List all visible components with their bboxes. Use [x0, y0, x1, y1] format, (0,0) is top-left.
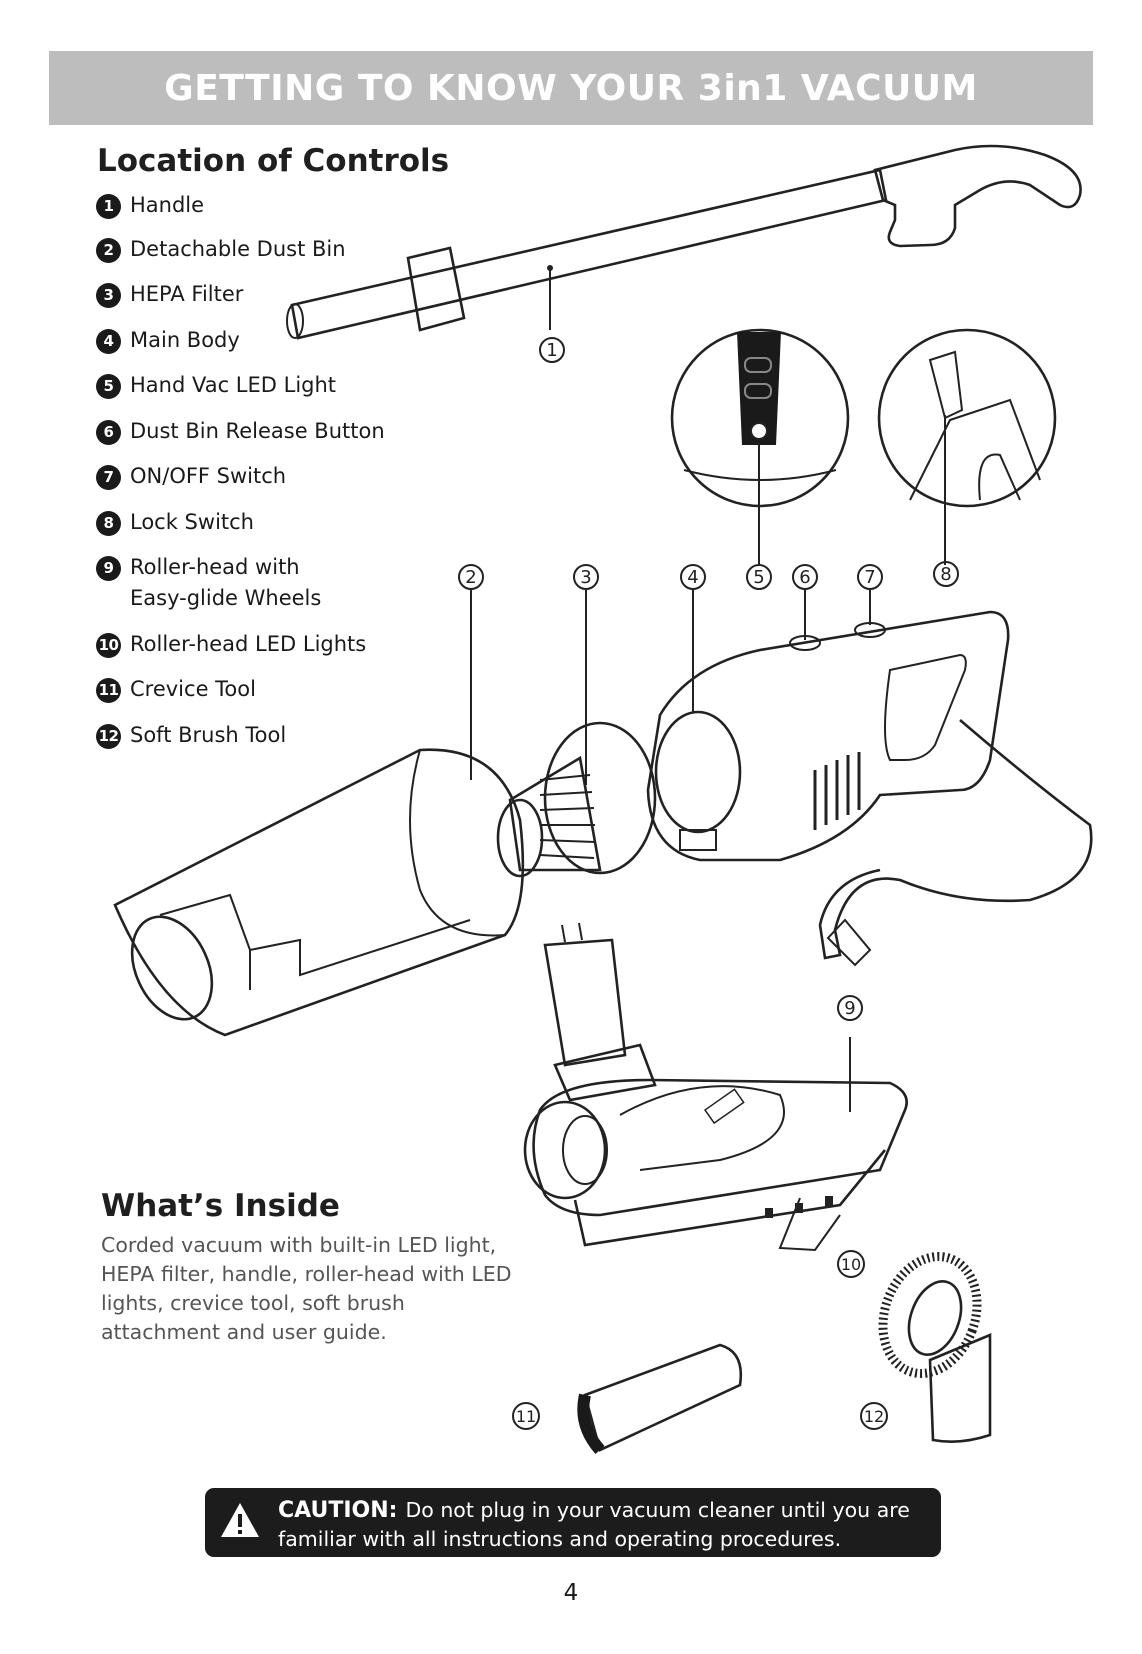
- roller-head-drawing: [523, 922, 908, 1247]
- svg-text:4: 4: [687, 567, 698, 588]
- control-number-badge: 4: [96, 329, 121, 354]
- control-label: Handle: [130, 193, 205, 217]
- control-label: Soft Brush Tool: [130, 723, 287, 747]
- svg-text:12: 12: [864, 1407, 884, 1426]
- control-label: Main Body: [130, 328, 240, 352]
- control-number-badge: 6: [96, 420, 121, 445]
- callout-6: 6: [792, 564, 818, 590]
- control-number-badge: 2: [96, 238, 121, 263]
- control-label: Crevice Tool: [130, 677, 256, 701]
- callout-1: 1: [539, 337, 565, 363]
- callout-4: 4: [680, 564, 706, 590]
- control-item-release-button: 6 Dust Bin Release Button: [96, 416, 385, 447]
- svg-text:2: 2: [465, 567, 476, 588]
- page-title: GETTING TO KNOW YOUR 3in1 VACUUM: [164, 67, 978, 109]
- svg-text:1: 1: [546, 340, 557, 361]
- control-label: Roller-head with Easy-glide Wheels: [130, 555, 322, 610]
- crevice-tool-drawing: [577, 1343, 743, 1454]
- control-number-badge: 5: [96, 374, 121, 399]
- controls-heading: Location of Controls: [97, 143, 450, 179]
- control-item-hepa-filter: 3 HEPA Filter: [96, 279, 243, 310]
- callout-2: 2: [458, 564, 484, 590]
- control-number-badge: 12: [96, 724, 121, 749]
- caution-message: CAUTION:Do not plug in your vacuum clean…: [278, 1496, 941, 1553]
- svg-text:11: 11: [516, 1407, 536, 1426]
- dust-bin-drawing: [113, 748, 525, 1037]
- svg-text:8: 8: [940, 564, 951, 585]
- control-label: ON/OFF Switch: [130, 464, 287, 488]
- callout-8: 8: [933, 561, 959, 587]
- control-item-main-body: 4 Main Body: [96, 325, 240, 356]
- callout-5: 5: [746, 564, 772, 590]
- caution-label: CAUTION:: [278, 1498, 398, 1523]
- callout-9: 9: [837, 995, 863, 1021]
- callout-10: 10: [837, 1250, 865, 1278]
- control-number-badge: 9: [96, 556, 121, 581]
- hepa-filter-drawing: [496, 721, 657, 878]
- svg-text:5: 5: [753, 567, 764, 588]
- brand-logo: [703, 1088, 745, 1125]
- control-number-badge: 8: [96, 511, 121, 536]
- control-item-crevice-tool: 11 Crevice Tool: [96, 674, 256, 705]
- control-item-brush-tool: 12 Soft Brush Tool: [96, 720, 286, 751]
- control-number-badge: 10: [96, 633, 121, 658]
- svg-text:3: 3: [580, 567, 591, 588]
- whats-inside-heading: What’s Inside: [101, 1188, 340, 1224]
- control-number-badge: 7: [96, 465, 121, 490]
- callout-7: 7: [857, 564, 883, 590]
- control-number-badge: 11: [96, 678, 121, 703]
- lock-switch-detail-inset: [877, 328, 1057, 565]
- control-item-lock-switch: 8 Lock Switch: [96, 507, 254, 538]
- callout-labels: 1 2 3 4 5 6 7 8 9 10 11 12: [458, 337, 959, 1430]
- whats-inside-text: Corded vacuum with built-in LED light, H…: [101, 1233, 512, 1344]
- warning-triangle-icon: [221, 1503, 259, 1537]
- main-body-drawing: [646, 610, 1093, 967]
- control-number-badge: 1: [96, 194, 121, 219]
- svg-text:6: 6: [799, 567, 810, 588]
- leader-lines: [470, 590, 871, 1252]
- control-item-on-off-switch: 7 ON/OFF Switch: [96, 461, 286, 492]
- caution-body: Do not plug in your vacuum cleaner until…: [278, 1498, 910, 1551]
- svg-text:7: 7: [864, 567, 875, 588]
- svg-text:10: 10: [841, 1255, 861, 1274]
- control-label: HEPA Filter: [130, 282, 244, 306]
- control-item-led-light: 5 Hand Vac LED Light: [96, 370, 336, 401]
- control-label: Detachable Dust Bin: [130, 237, 346, 261]
- page-number: 4: [563, 1580, 579, 1606]
- svg-text:9: 9: [844, 998, 855, 1019]
- control-item-dust-bin: 2 Detachable Dust Bin: [96, 234, 346, 265]
- callout-3: 3: [573, 564, 599, 590]
- callout-12: 12: [860, 1402, 888, 1430]
- page-header-banner: GETTING TO KNOW YOUR 3in1 VACUUM: [49, 51, 1093, 125]
- caution-box: CAUTION:Do not plug in your vacuum clean…: [205, 1488, 941, 1557]
- control-number-badge: 3: [96, 283, 121, 308]
- control-item-roller-head: 9 Roller-head with Easy-glide Wheels: [96, 552, 321, 614]
- soft-brush-tool-drawing: [878, 1252, 992, 1443]
- control-label: Dust Bin Release Button: [130, 419, 385, 443]
- control-label: Hand Vac LED Light: [130, 373, 337, 397]
- callout-11: 11: [512, 1402, 540, 1430]
- led-detail-inset: [670, 328, 850, 565]
- control-item-roller-led: 10 Roller-head LED Lights: [96, 629, 366, 660]
- control-label: Lock Switch: [130, 510, 254, 534]
- control-item-handle: 1 Handle: [96, 190, 204, 221]
- control-label: Roller-head LED Lights: [130, 632, 367, 656]
